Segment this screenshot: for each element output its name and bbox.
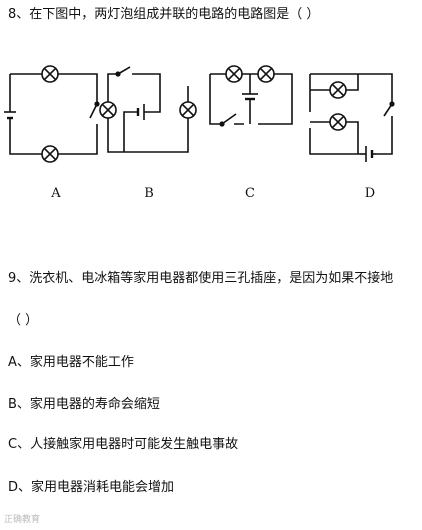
circuit-label-c: C xyxy=(245,186,255,201)
circuit-c xyxy=(209,65,293,127)
lamp-icon xyxy=(41,65,59,83)
question-9-answer-blank: （ ） xyxy=(8,313,39,328)
circuit-label-d: D xyxy=(364,186,376,201)
lamp-icon xyxy=(99,101,117,119)
watermark: 正确教育 xyxy=(4,515,41,525)
switch-icon xyxy=(221,113,237,125)
question-8-stem: 8、在下图中，两灯泡组成并联的电路的电路图是（ ） xyxy=(8,7,320,22)
circuit-a xyxy=(4,65,100,163)
question-9-stem: 9、洗衣机、电冰箱等家用电器都使用三孔插座，是因为如果不接地 xyxy=(8,271,394,286)
lamp-icon xyxy=(257,65,275,83)
circuit-diagrams xyxy=(4,65,395,163)
lamp-icon xyxy=(329,81,347,99)
option-d: D、家用电器消耗电能会增加 xyxy=(8,480,175,495)
lamp-icon xyxy=(41,145,59,163)
option-c: C、人接触家用电器时可能发生触电事故 xyxy=(8,437,239,452)
circuit-d xyxy=(309,73,395,162)
lamp-icon xyxy=(329,113,347,131)
lamp-icon xyxy=(225,65,243,83)
option-b: B、家用电器的寿命会缩短 xyxy=(8,397,160,412)
circuit-label-b: B xyxy=(144,186,154,201)
lamp-icon xyxy=(179,101,197,119)
circuit-b xyxy=(99,66,197,153)
option-a: A、家用电器不能工作 xyxy=(8,355,134,370)
circuit-label-a: A xyxy=(51,186,61,201)
switch-icon xyxy=(89,103,98,119)
